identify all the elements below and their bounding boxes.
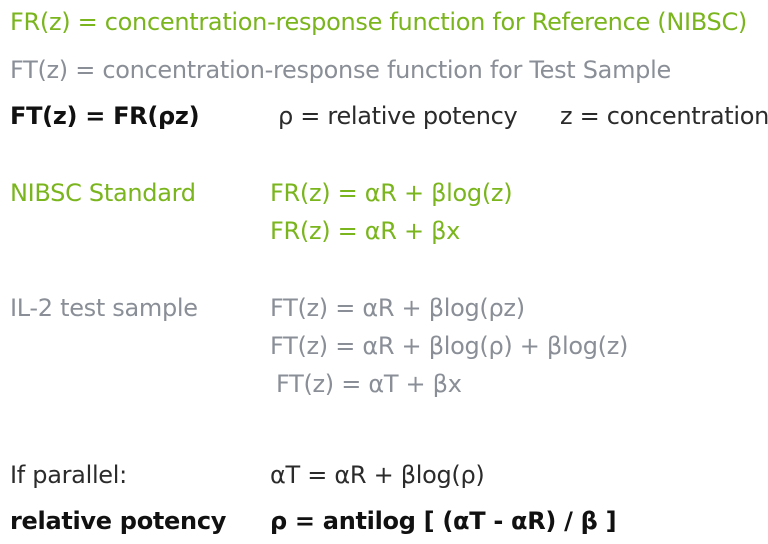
reference-function-definition: FR(z) = concentration-response function …: [10, 8, 747, 36]
il2-equation-log-rho-z: FT(z) = αR + βlog(ρz): [270, 294, 525, 322]
test-function-definition: FT(z) = concentration-response function …: [10, 56, 671, 84]
relative-potency-label: relative potency: [10, 507, 227, 535]
nibsc-equation-log: FR(z) = αR + βlog(z): [270, 179, 513, 207]
rho-definition: ρ = relative potency: [278, 102, 518, 130]
il2-test-sample-label: IL-2 test sample: [10, 294, 198, 322]
nibsc-standard-label: NIBSC Standard: [10, 179, 196, 207]
relative-potency-equation: ρ = antilog [ (αT - αR) / β ]: [270, 507, 617, 535]
nibsc-equation-linear: FR(z) = αR + βx: [270, 217, 461, 245]
z-definition: z = concentration: [560, 102, 768, 130]
il2-equation-expanded: FT(z) = αR + βlog(ρ) + βlog(z): [270, 332, 629, 360]
il2-equation-linear: FT(z) = αT + βx: [276, 370, 462, 398]
parallel-equation: αT = αR + βlog(ρ): [270, 461, 485, 489]
potency-relation-equation: FT(z) = FR(ρz): [10, 102, 200, 130]
if-parallel-label: If parallel:: [10, 461, 127, 489]
